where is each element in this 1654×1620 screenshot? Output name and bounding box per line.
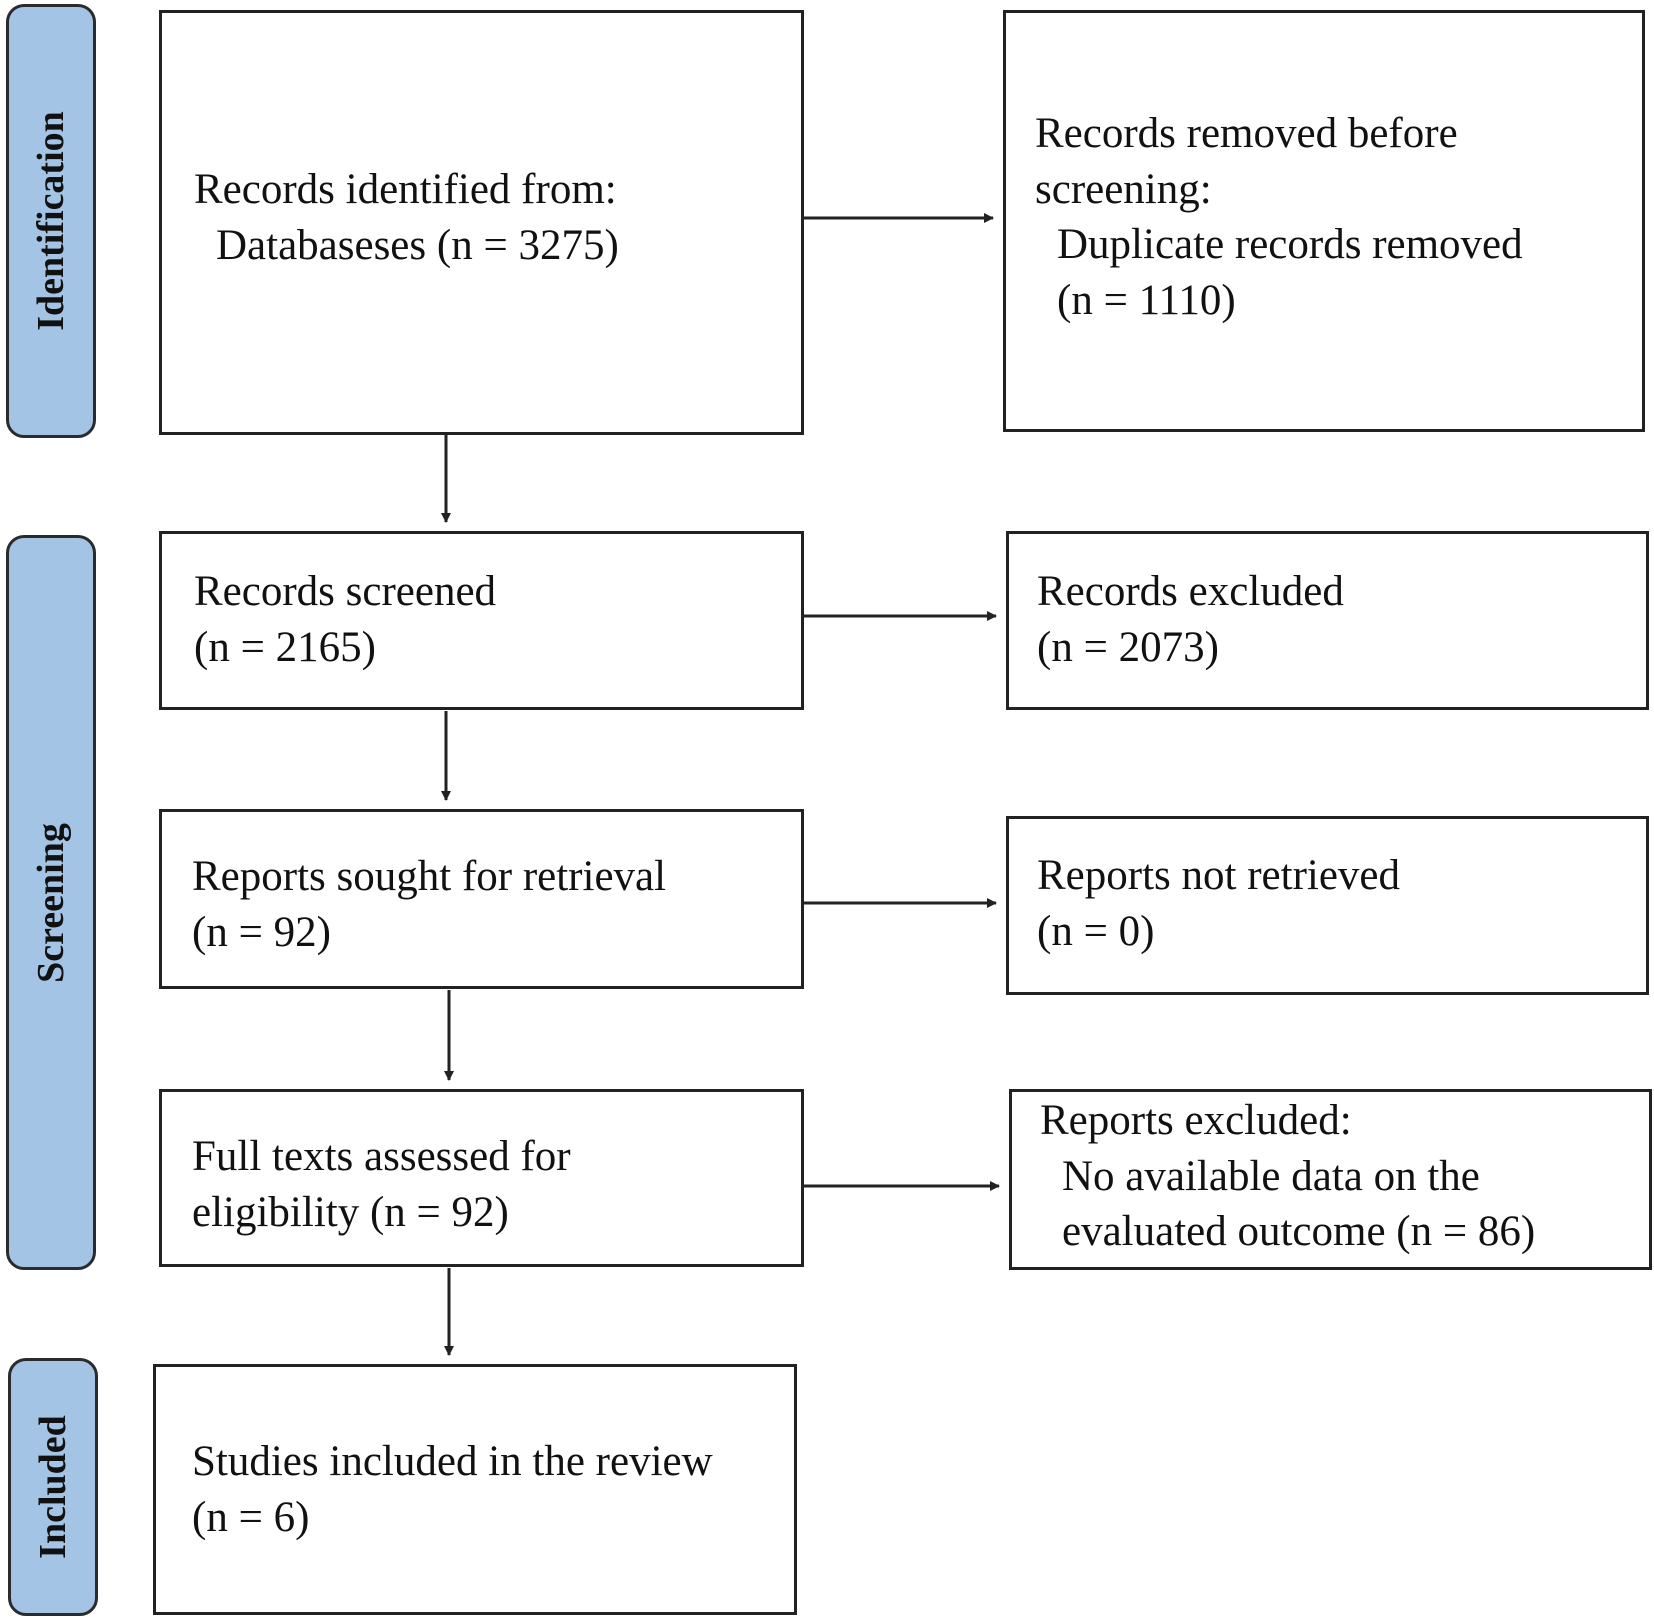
stage-bar-identification: Identification xyxy=(6,4,96,438)
records-screened-line2: (n = 2165) xyxy=(194,623,376,671)
records-removed-line1: Records removed before xyxy=(1035,110,1458,157)
stage-bar-included: Included xyxy=(8,1358,98,1616)
full-texts-assessed-box: Full texts assessed for eligibility (n =… xyxy=(159,1089,804,1267)
reports-not-retrieved-line1: Reports not retrieved xyxy=(1037,852,1401,899)
studies-included-box: Studies included in the review (n = 6) xyxy=(153,1364,797,1615)
studies-included-line1: Studies included in the review xyxy=(192,1438,713,1485)
records-screened-line1: Records screened xyxy=(194,568,497,615)
records-identified-line1: Records identified from: xyxy=(194,166,617,213)
reports-excluded-line1: Reports excluded: xyxy=(1040,1097,1352,1144)
records-identified-line2: Databaseses (n = 3275) xyxy=(216,221,619,269)
records-excluded-box: Records excluded (n = 2073) xyxy=(1006,531,1649,710)
reports-excluded-box: Reports excluded: No available data on t… xyxy=(1009,1089,1652,1270)
records-removed-line3: Duplicate records removed xyxy=(1057,221,1523,268)
records-removed-line4: (n = 1110) xyxy=(1057,276,1236,324)
reports-sought-line2: (n = 92) xyxy=(192,908,331,956)
records-screened-box: Records screened (n = 2165) xyxy=(159,531,804,710)
reports-not-retrieved-box: Reports not retrieved (n = 0) xyxy=(1006,816,1649,995)
reports-not-retrieved-line2: (n = 0) xyxy=(1037,907,1155,955)
reports-excluded-line2: No available data on the xyxy=(1062,1152,1480,1200)
full-texts-assessed-line1: Full texts assessed for xyxy=(192,1133,571,1180)
reports-excluded-line3: evaluated outcome (n = 86) xyxy=(1062,1208,1536,1255)
records-excluded-line1: Records excluded xyxy=(1037,568,1344,615)
records-excluded-line2: (n = 2073) xyxy=(1037,623,1219,671)
full-texts-assessed-line2: eligibility (n = 92) xyxy=(192,1188,509,1236)
reports-sought-line1: Reports sought for retrieval xyxy=(192,853,667,900)
studies-included-line2: (n = 6) xyxy=(192,1493,310,1541)
reports-sought-box: Reports sought for retrieval (n = 92) xyxy=(159,809,804,989)
records-removed-box: Records removed before screening: Duplic… xyxy=(1003,10,1645,432)
records-removed-line2: screening: xyxy=(1035,165,1212,213)
records-identified-box: Records identified from: Databaseses (n … xyxy=(159,10,804,435)
stage-bar-screening: Screening xyxy=(6,535,96,1270)
